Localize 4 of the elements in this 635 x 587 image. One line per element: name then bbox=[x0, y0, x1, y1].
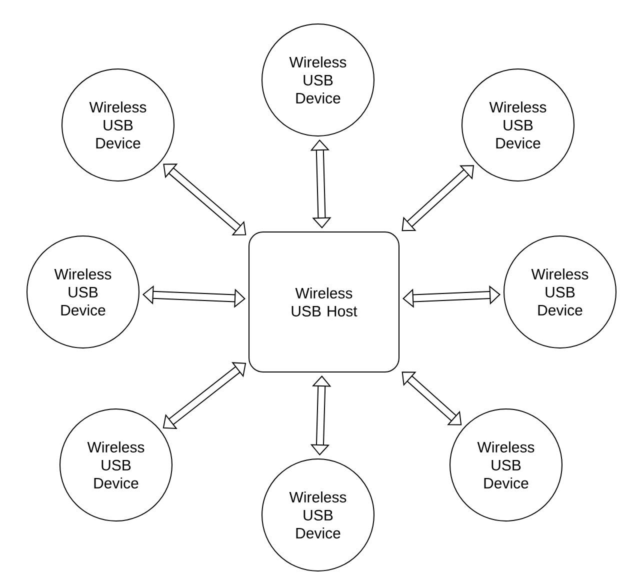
double-arrow bbox=[402, 372, 462, 426]
host-box: Wireless USB Host bbox=[248, 232, 400, 372]
double-arrow bbox=[163, 164, 246, 236]
double-arrow bbox=[162, 362, 246, 430]
